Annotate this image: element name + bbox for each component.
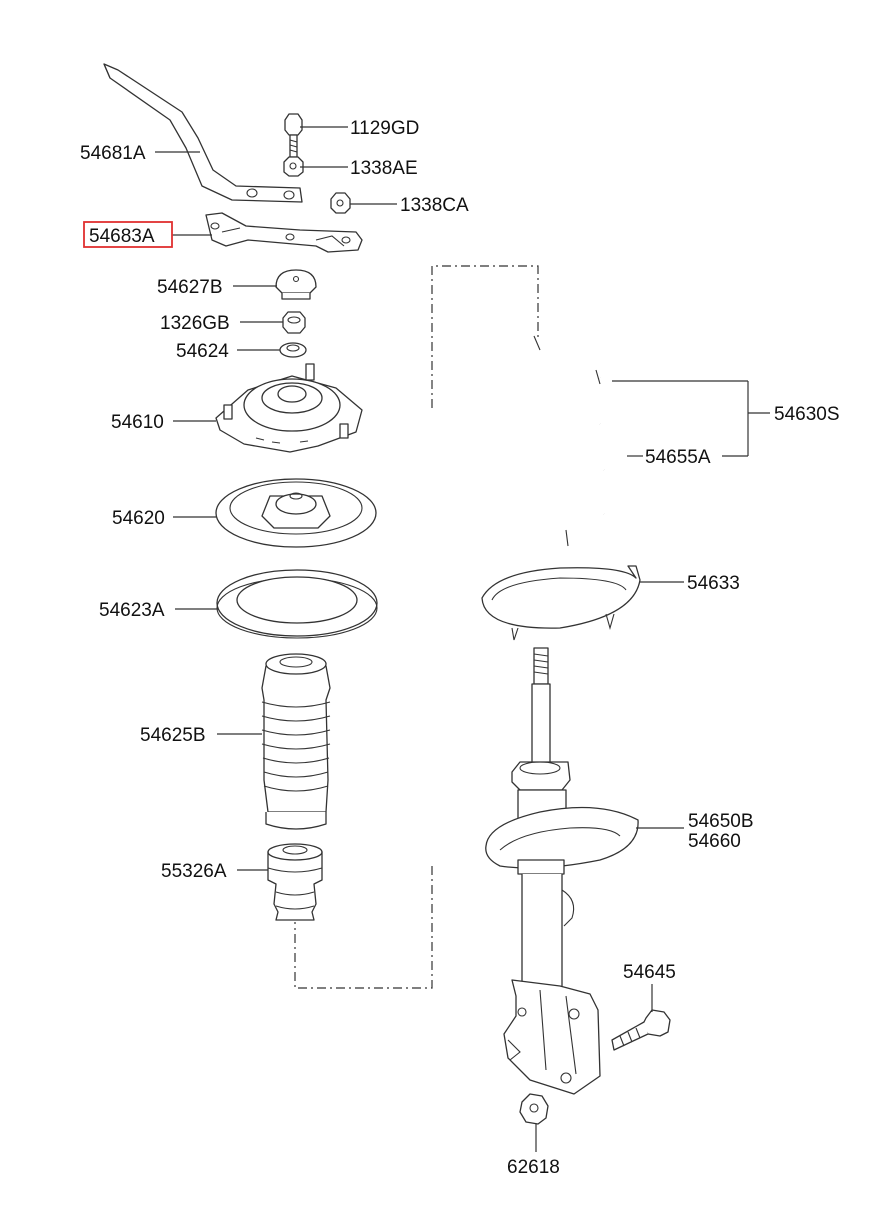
label-54627B[interactable]: 54627B: [157, 277, 223, 298]
label-54681A[interactable]: 54681A: [80, 143, 146, 164]
part-54610-strut-mount: [215, 363, 363, 453]
part-54633-spring-pad: [481, 565, 641, 641]
part-54625B-boot: [261, 653, 331, 830]
part-1129GD-bolt: [284, 113, 303, 158]
part-1326GB-nut: [282, 311, 306, 334]
part-1338AE-nut: [283, 156, 304, 177]
label-54625B[interactable]: 54625B: [140, 725, 206, 746]
assembly-guide-lower: [294, 866, 433, 989]
label-1326GB[interactable]: 1326GB: [160, 313, 230, 334]
assembly-guide-upper: [431, 265, 539, 408]
label-54645[interactable]: 54645: [623, 962, 676, 983]
label-54620[interactable]: 54620: [112, 508, 165, 529]
label-54660[interactable]: 54660: [688, 831, 741, 852]
leader-lines: [155, 126, 770, 1152]
label-55326A[interactable]: 55326A: [161, 861, 227, 882]
part-54620-bearing: [215, 478, 377, 548]
part-54645-bolt: [611, 1009, 671, 1051]
part-labels: 54681A 1129GD 1338AE 1338CA 54683A 54627…: [80, 118, 840, 1178]
label-54610[interactable]: 54610: [111, 412, 164, 433]
part-54681A-stabilizer-bar: [103, 63, 303, 203]
part-54623A-seat: [216, 569, 378, 639]
label-54683A[interactable]: 54683A: [89, 226, 155, 247]
part-54650B-strut: [485, 647, 639, 1095]
part-54683A-bracket: [205, 212, 363, 253]
part-54624-washer: [279, 342, 307, 358]
label-54633[interactable]: 54633: [687, 573, 740, 594]
label-54624[interactable]: 54624: [176, 341, 229, 362]
label-54655A[interactable]: 54655A: [645, 447, 711, 468]
label-1338CA[interactable]: 1338CA: [400, 195, 469, 216]
label-54623A[interactable]: 54623A: [99, 600, 165, 621]
highlight-box-54683A: [83, 221, 173, 248]
label-54650B[interactable]: 54650B: [688, 811, 754, 832]
part-62618-nut: [519, 1093, 549, 1125]
label-54630S[interactable]: 54630S: [774, 404, 840, 425]
part-1338CA-nut: [330, 192, 351, 214]
part-55326A-bump-stop: [267, 843, 323, 921]
part-54627B-cap: [275, 269, 317, 300]
label-1338AE[interactable]: 1338AE: [350, 158, 418, 179]
label-1129GD[interactable]: 1129GD: [350, 118, 419, 139]
label-62618[interactable]: 62618: [507, 1157, 560, 1178]
part-54655A-coil-spring: [472, 335, 625, 549]
